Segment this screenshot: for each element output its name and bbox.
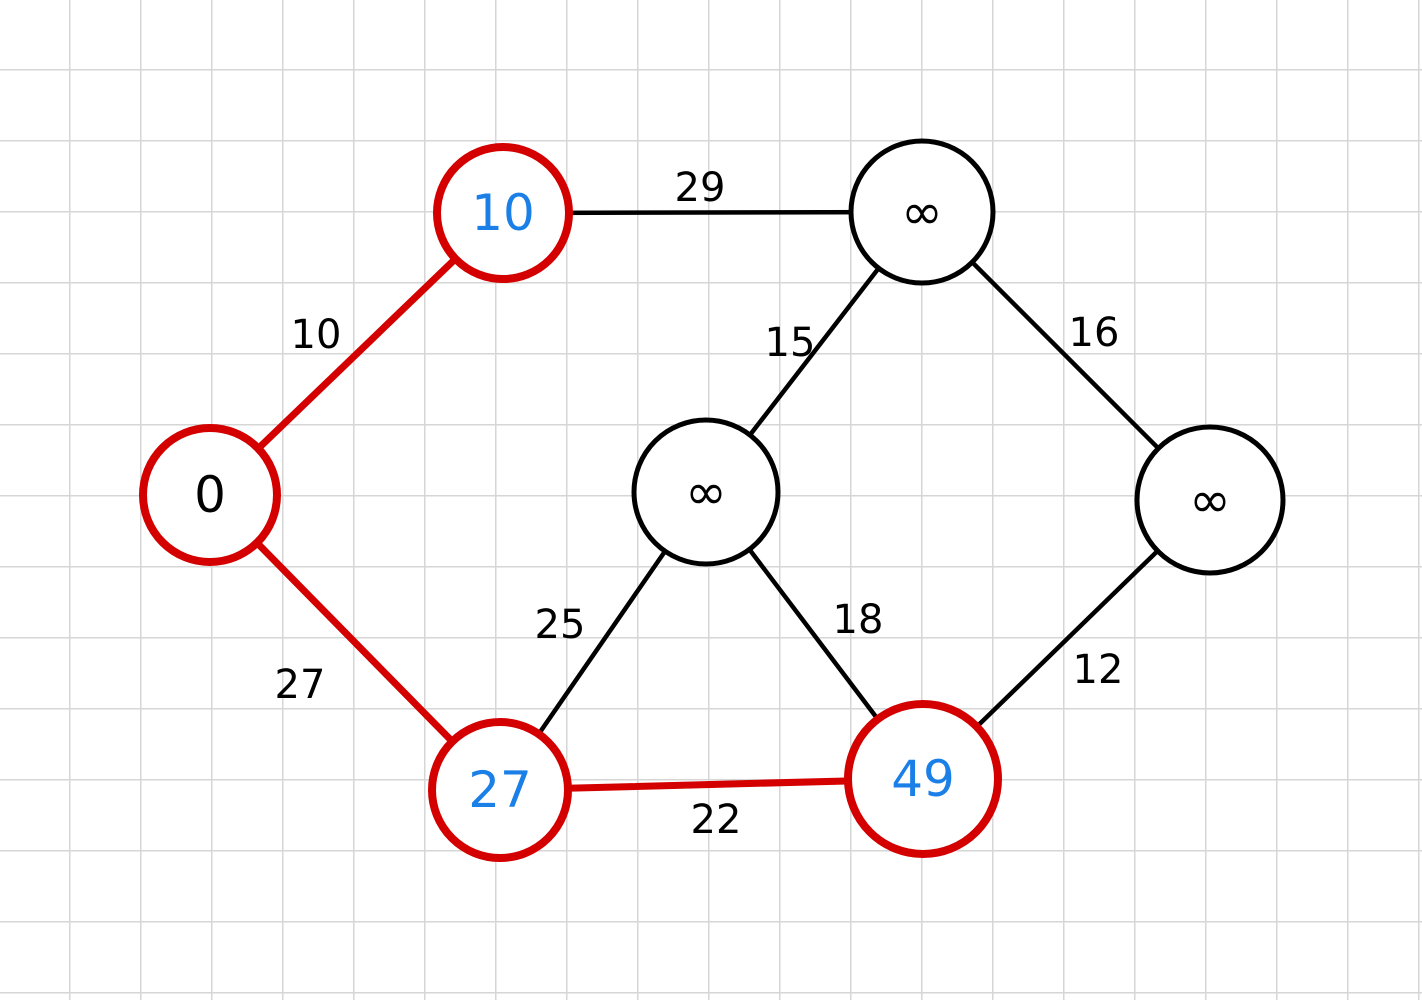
node-b: 10 [433,143,573,283]
edge-weight-labels: 10 27 29 25 22 15 18 16 12 [275,165,1124,843]
node-circle [1134,424,1286,576]
node-e: ∞ [848,138,996,286]
node-a: 0 [139,424,281,566]
edge-weight-d-e: 15 [765,320,816,366]
node-circle [428,718,572,862]
nodes-layer: 0 10 27 ∞ ∞ 49 ∞ [139,138,1286,862]
node-circle [844,700,1002,858]
edge-weight-a-c: 27 [275,662,326,708]
node-distance-label: ∞ [685,463,727,521]
node-f: 49 [844,700,1002,858]
edge-weight-a-b: 10 [291,312,342,358]
node-g: ∞ [1134,424,1286,576]
node-circle [139,424,281,566]
node-distance-label: 0 [194,466,226,524]
edge-weight-d-f: 18 [833,597,884,643]
node-d: ∞ [631,417,781,567]
node-distance-label: ∞ [1189,471,1231,529]
node-circle [433,143,573,283]
node-distance-label: ∞ [901,183,943,241]
node-circle [631,417,781,567]
edge-weight-c-d: 25 [535,602,586,648]
node-circle [848,138,996,286]
node-c: 27 [428,718,572,862]
edge-weight-f-g: 12 [1073,647,1124,693]
edge-weight-e-g: 16 [1069,310,1120,356]
edge-weight-c-f: 22 [691,797,742,843]
node-distance-label: 10 [471,184,535,242]
node-distance-label: 27 [468,761,532,819]
edge-weight-b-e: 29 [675,165,726,211]
node-distance-label: 49 [891,750,955,808]
